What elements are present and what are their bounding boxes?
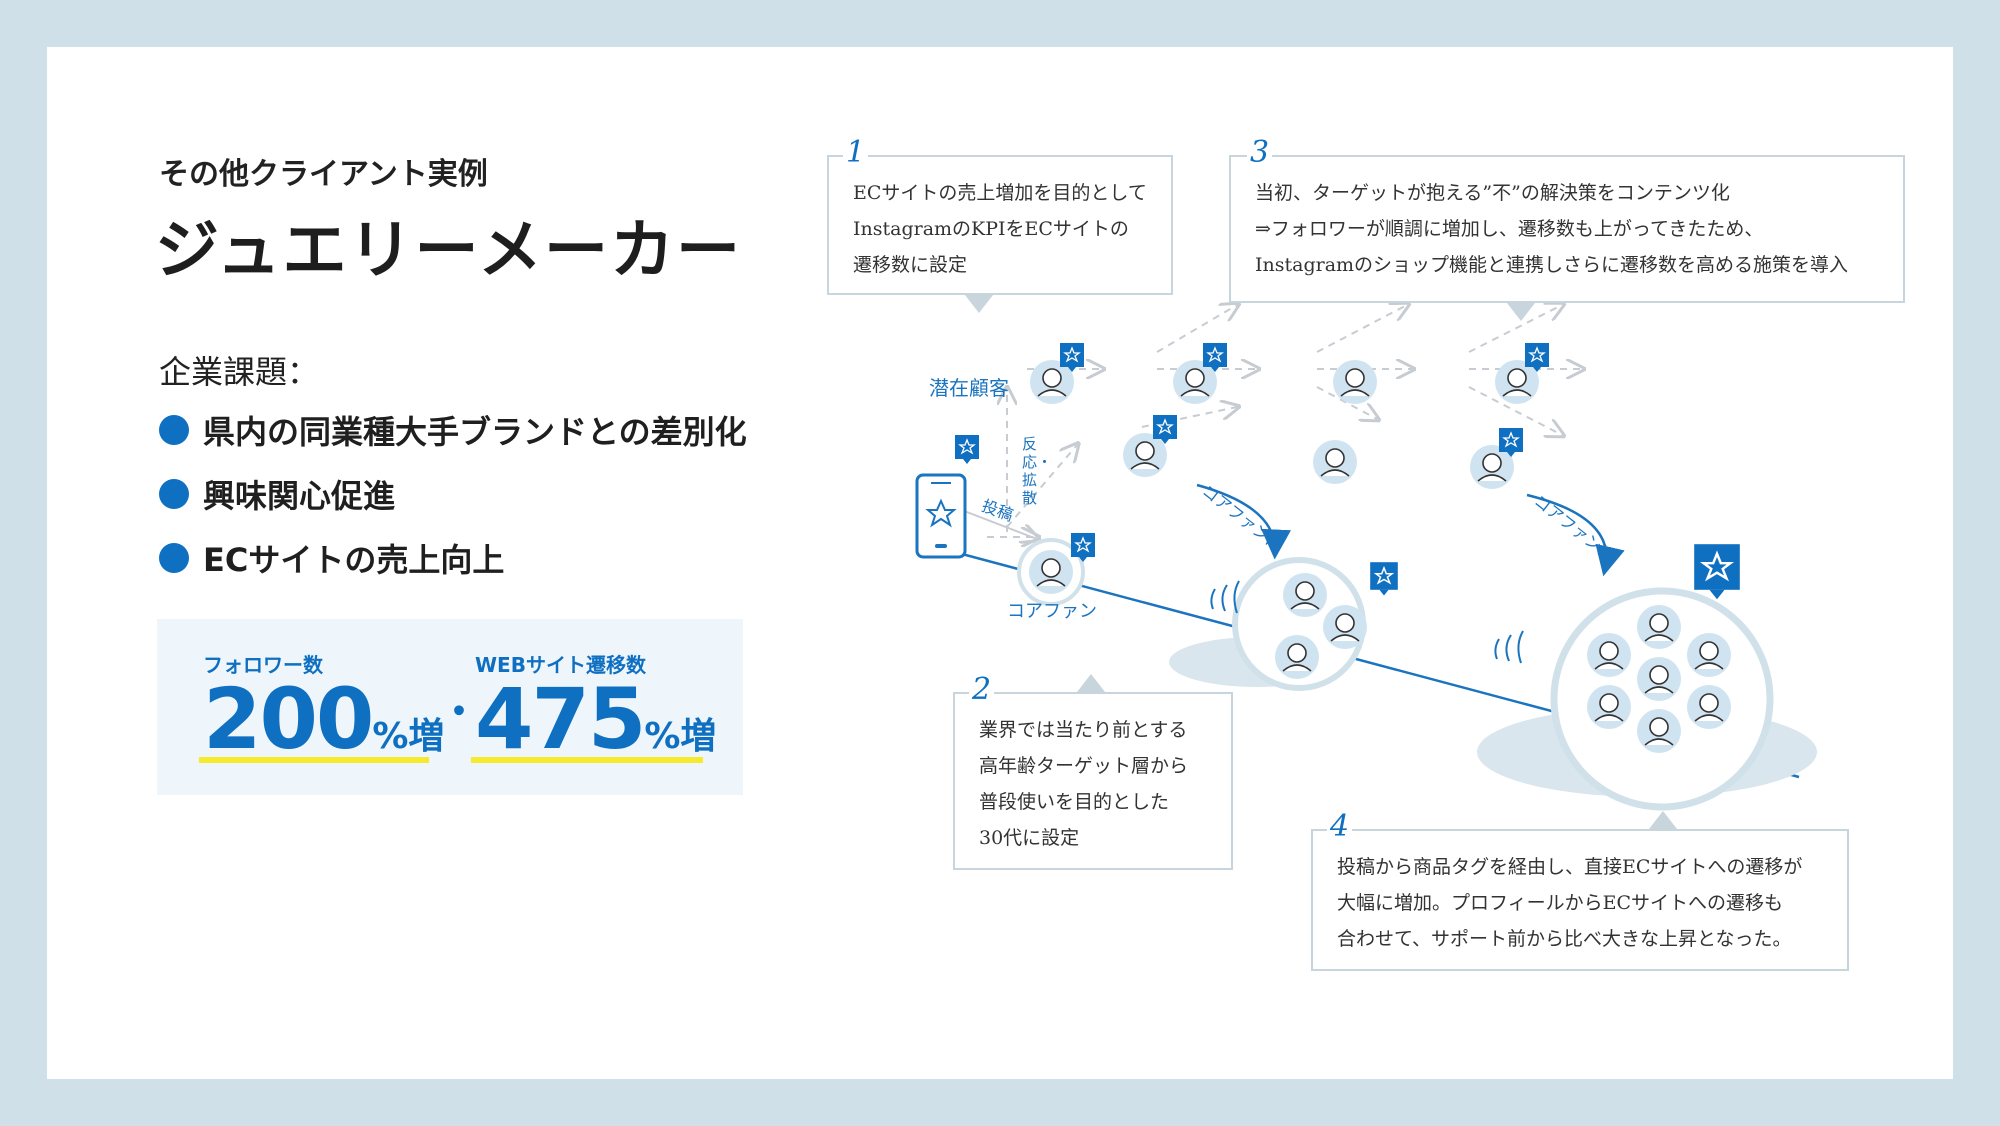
issue-text: 県内の同業種大手ブランドとの差別化: [203, 413, 747, 451]
follower-value: 200: [203, 670, 374, 768]
note-pointer: [1507, 303, 1535, 321]
person-icon: [1332, 359, 1378, 405]
to-core-arrow-1: [1196, 483, 1291, 560]
issue-item: ECサイトの売上向上: [159, 535, 504, 581]
note-box-2: 業界では当たり前とする 高年齢ターゲット層から 普段使いを目的とした 30代に設…: [953, 692, 1233, 870]
core-fan-label: コアファン: [1007, 601, 1097, 622]
spread-arrows: [987, 305, 1582, 537]
highlight-underline: [471, 757, 703, 763]
web-unit: %増: [644, 716, 717, 757]
person-icon: [1274, 634, 1320, 680]
person-icon: [1636, 604, 1682, 650]
person-icon: [1636, 656, 1682, 702]
note-box-4: 投稿から商品タグを経由し、直接ECサイトへの遷移が 大幅に増加。プロフィールから…: [1311, 829, 1849, 971]
person-icon: [1282, 572, 1328, 618]
note-line: 業界では当たり前とする: [979, 719, 1188, 741]
issue-item: 興味関心促進: [159, 471, 395, 517]
person-icon: [1686, 684, 1732, 730]
slide: その他クライアント実例 ジュエリーメーカー 企業課題： 県内の同業種大手ブランド…: [47, 47, 1953, 1079]
follower-label: フォロワー数: [203, 653, 323, 677]
note-line: 30代に設定: [979, 827, 1080, 849]
flow-diagram: [915, 47, 1817, 811]
note-line: 普段使いを目的とした: [979, 791, 1170, 813]
person-icon: [1028, 549, 1074, 595]
note-box-3: 当初、ターゲットが抱える”不”の解決策をコンテンツ化 ⇒フォロワーが順調に増加し…: [1229, 155, 1905, 303]
note-line: ⇒フォロワーが順調に増加し、遷移数も上がってきたため、: [1255, 218, 1764, 240]
note-line: 高年齢ターゲット層から: [979, 755, 1189, 777]
person-icon: [1122, 432, 1168, 478]
issue-text: ECサイトの売上向上: [203, 541, 505, 579]
bullet-icon: [159, 415, 189, 445]
note-pointer: [1077, 674, 1105, 692]
note-line: Instagramのショップ機能と連携しさらに遷移数を高める施策を導入: [1255, 254, 1849, 276]
note-number-2: 2: [969, 672, 995, 707]
bullet-icon: [159, 479, 189, 509]
potential-customer-label: 潜在顧客: [929, 376, 1009, 400]
note-line: 遷移数に設定: [853, 254, 968, 276]
highlight-underline: [199, 757, 429, 763]
web-label: WEBサイト遷移数: [475, 653, 646, 677]
person-icon: [1586, 684, 1632, 730]
to-core-arrow-2: [1526, 493, 1625, 577]
issue-text: 興味関心促進: [203, 477, 396, 515]
note-line: 投稿から商品タグを経由し、直接ECサイトへの遷移が: [1337, 856, 1803, 878]
results-panel: フォロワー数 200%増 ・ WEBサイト遷移数 475%増: [157, 619, 743, 795]
note-line: 合わせて、サポート前から比べ大きな上昇となった。: [1337, 928, 1792, 950]
smartphone-icon: [915, 473, 967, 559]
note-number-3: 3: [1247, 135, 1273, 170]
person-icon: [1586, 632, 1632, 678]
stat-separator: ・: [439, 689, 479, 735]
note-pointer: [965, 295, 993, 313]
follower-unit: %増: [372, 716, 445, 757]
person-icon: [1686, 632, 1732, 678]
person-icon: [1322, 604, 1368, 650]
person-icon: [1312, 439, 1358, 485]
web-value: 475: [475, 670, 646, 768]
issues-heading: 企業課題：: [159, 353, 320, 391]
person-icon: [1636, 708, 1682, 754]
issue-item: 県内の同業種大手ブランドとの差別化: [159, 407, 747, 453]
note-box-1: ECサイトの売上増加を目的として InstagramのKPIをECサイトの 遷移…: [827, 155, 1173, 295]
note-line: ECサイトの売上増加を目的として: [853, 182, 1147, 204]
follower-stat: 200%増: [203, 677, 444, 761]
page-subtitle: その他クライアント実例: [159, 157, 488, 192]
note-number-4: 4: [1327, 809, 1353, 844]
note-line: 大幅に増加。プロフィールからECサイトへの遷移も: [1337, 892, 1784, 914]
reaction-label: 反応・拡散: [1022, 435, 1053, 507]
web-stat: 475%増: [475, 677, 716, 761]
note-number-1: 1: [843, 135, 869, 170]
note-line: InstagramのKPIをECサイトの: [853, 218, 1129, 240]
bullet-icon: [159, 543, 189, 573]
page-title: ジュエリーメーカー: [155, 214, 742, 288]
note-pointer: [1649, 811, 1677, 829]
note-line: 当初、ターゲットが抱える”不”の解決策をコンテンツ化: [1255, 182, 1730, 204]
